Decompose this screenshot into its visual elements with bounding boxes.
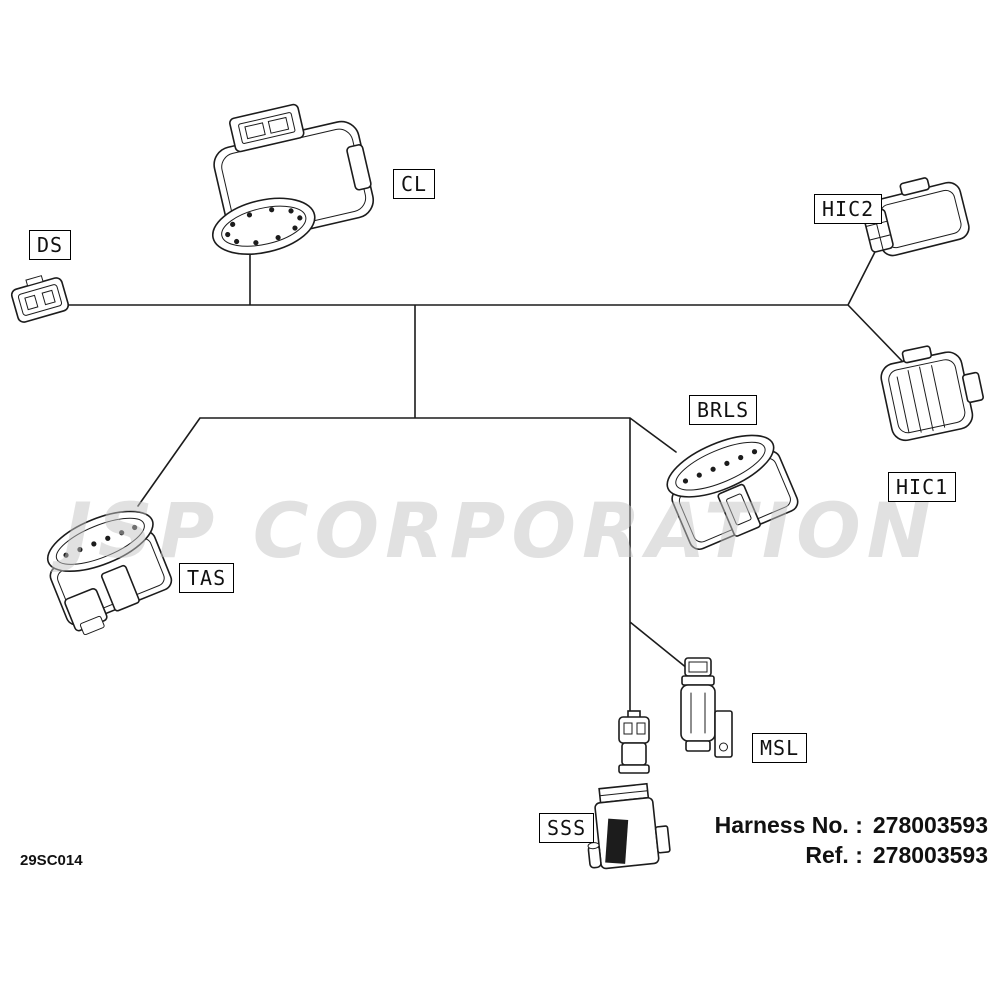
label-sss: SSS (539, 813, 595, 843)
harness-wires (57, 245, 904, 715)
sss-plug-icon (618, 710, 650, 774)
footer-references: Harness No. : 278003593 Ref. : 278003593 (715, 810, 988, 870)
ref-number-label: Ref. : (805, 842, 863, 868)
label-hic2: HIC2 (814, 194, 883, 224)
label-msl: MSL (752, 733, 808, 763)
tas-connector-icon (46, 510, 173, 636)
diagram-code: 29SC014 (20, 852, 83, 869)
label-brls: BRLS (689, 395, 758, 425)
ds-connector-icon (10, 275, 70, 323)
hic2-connector-icon (862, 177, 970, 257)
ref-number-row: Ref. : 278003593 (715, 840, 988, 870)
cl-connector-icon (211, 103, 375, 255)
label-ds: DS (29, 230, 72, 260)
label-cl: CL (393, 169, 436, 199)
msl-connector-icon (680, 657, 733, 758)
harness-number-label: Harness No. : (714, 812, 863, 838)
harness-number-row: Harness No. : 278003593 (715, 810, 988, 840)
hic1-connector-icon (880, 345, 984, 442)
brls-connector-icon (666, 434, 799, 551)
harness-number-value: 278003593 (872, 812, 988, 838)
ref-number-value: 278003593 (872, 842, 988, 868)
label-hic1: HIC1 (888, 472, 957, 502)
sss-connector-icon (587, 782, 671, 870)
label-tas: TAS (179, 563, 235, 593)
